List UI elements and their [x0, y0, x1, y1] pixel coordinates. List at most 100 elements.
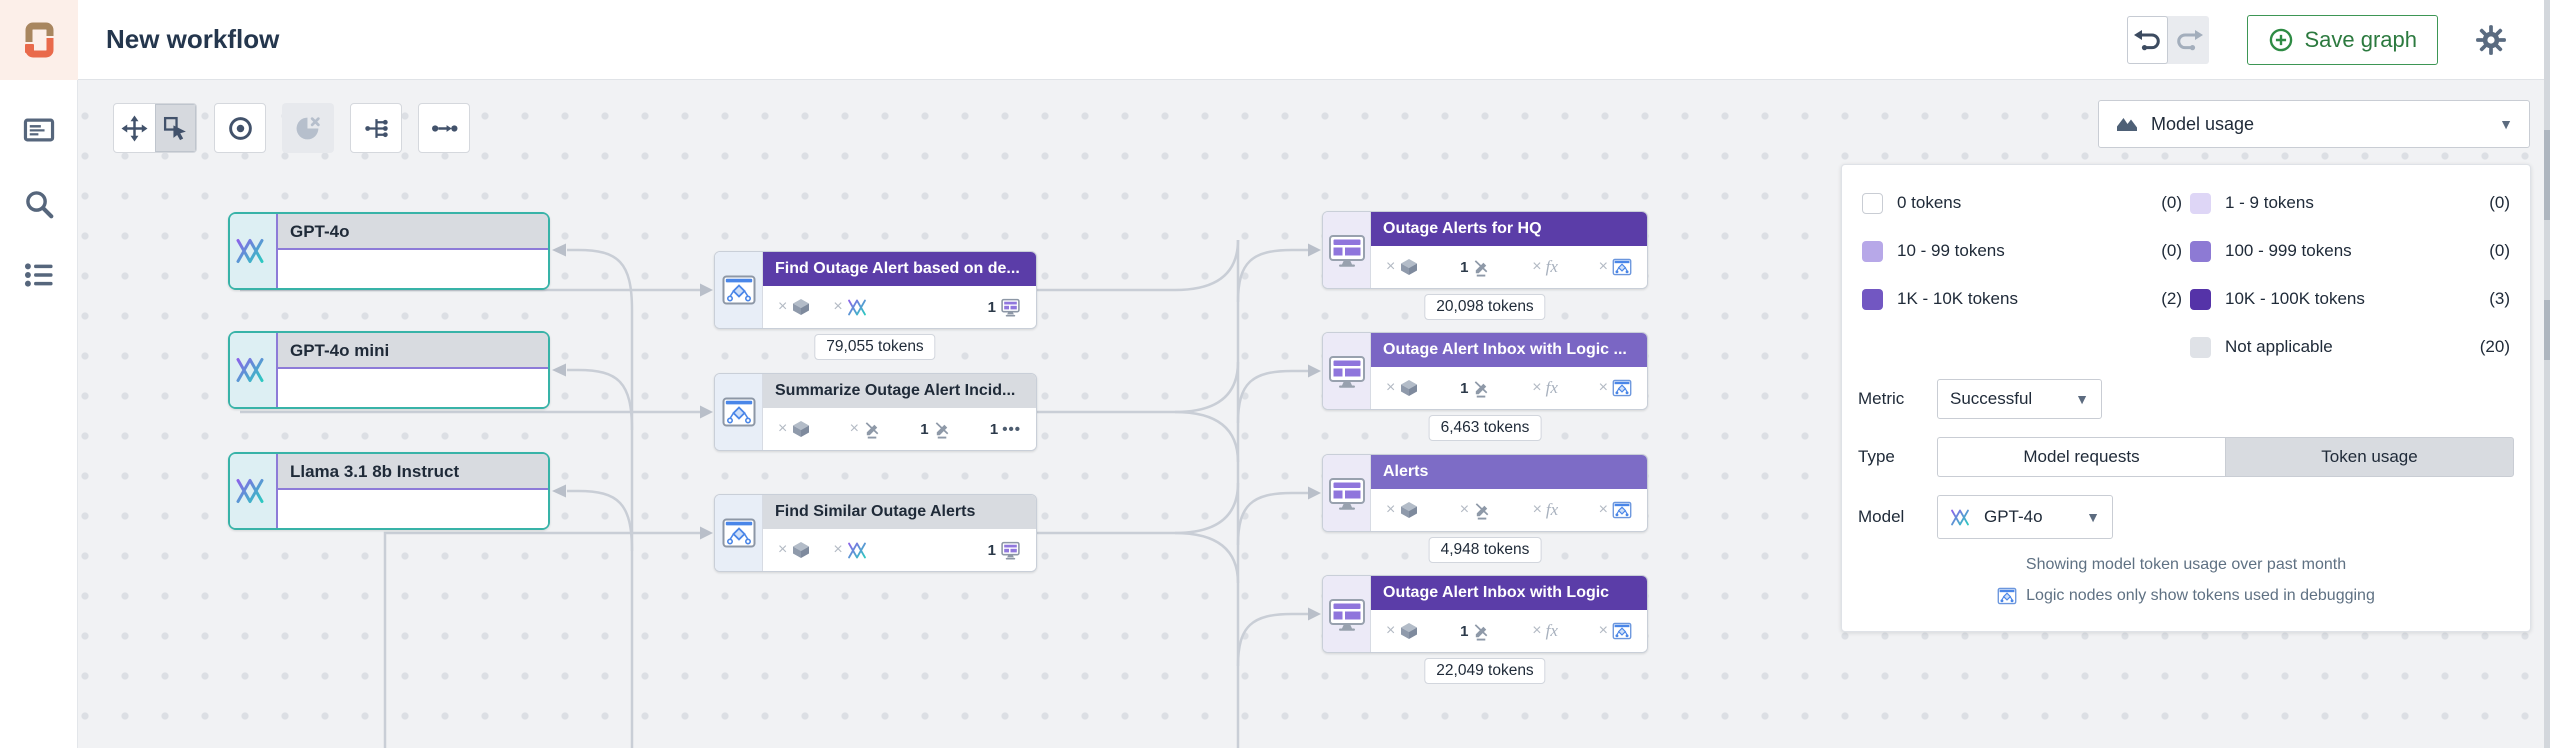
token-badge: 79,055 tokens [814, 334, 936, 360]
logic-nodes-note-row: Logic nodes only show tokens used in deb… [1858, 587, 2514, 605]
port-interface: 1 [988, 297, 1021, 318]
model-select[interactable]: GPT-4o ▼ [1937, 495, 2113, 539]
port-more: 1 ••• [989, 420, 1021, 438]
port-writeback: × [850, 420, 882, 439]
undo-button[interactable] [2127, 15, 2169, 64]
connection-tool-button[interactable] [418, 103, 470, 153]
port-objects: × [778, 419, 811, 439]
cube-icon [1401, 259, 1418, 275]
legend-item-10-99-tokens: 10 - 99 tokens (0) [1858, 227, 2186, 275]
logic-node-find-similar[interactable]: Find Similar Outage Alerts × × 1 [714, 494, 1037, 572]
legend-spacer [1858, 323, 2186, 371]
legend-swatch[interactable] [2190, 240, 2211, 262]
fx-icon: fx [1545, 257, 1558, 276]
move-tool-button[interactable] [114, 104, 155, 152]
port-writeback-count: 1 [920, 420, 951, 439]
legend-label: 10K - 100K tokens [2225, 289, 2365, 308]
pen-icon [865, 421, 879, 439]
sidebar-item-panel[interactable] [18, 109, 60, 151]
logic-node-find-outage-alert[interactable]: Find Outage Alert based on de... × × 1 [714, 251, 1037, 329]
node-ports: × 1 × fx × [1371, 367, 1647, 409]
port-model: × [833, 541, 870, 559]
area-chart-icon [2117, 118, 2137, 131]
legend-item-0-tokens: 0 tokens (0) [1858, 179, 2186, 227]
model-node-llama[interactable]: Llama 3.1 8b Instruct [228, 452, 550, 530]
logic-mini-icon [1612, 501, 1632, 519]
type-option-model-requests[interactable]: Model requests [1937, 437, 2225, 477]
plus-circle-icon [2270, 28, 2293, 51]
node-title: Outage Alert Inbox with Logic ... [1371, 333, 1647, 367]
model-icon [1951, 509, 1969, 525]
logic-mini-icon [1997, 587, 2017, 605]
model-value: GPT-4o [1984, 507, 2043, 526]
sidebar-item-search[interactable] [18, 183, 60, 225]
monitor-icon-cell [1323, 576, 1371, 652]
metric-value: Successful [1950, 389, 2033, 408]
model-icon-cell [230, 333, 278, 407]
port-model: × [833, 298, 870, 316]
save-graph-button[interactable]: Save graph [2247, 14, 2438, 65]
model-icon [847, 299, 866, 315]
object-node-outage-inbox-logic[interactable]: Outage Alert Inbox with Logic × 1 × fx × [1322, 575, 1648, 653]
token-badge: 20,098 tokens [1424, 294, 1546, 320]
object-node-outage-inbox-logic-2[interactable]: Outage Alert Inbox with Logic ... × 1 × … [1322, 332, 1648, 410]
legend-swatch[interactable] [1862, 288, 1883, 310]
logic-nodes-note: Logic nodes only show tokens used in deb… [2026, 587, 2375, 604]
legend-swatch[interactable] [2190, 336, 2211, 358]
type-segmented-control: Model requests Token usage [1937, 437, 2514, 477]
fx-icon: fx [1545, 500, 1559, 519]
pen-icon [1475, 380, 1488, 398]
node-title: GPT-4o mini [278, 333, 548, 369]
model-node-gpt4o-mini[interactable]: GPT-4o mini [228, 331, 550, 409]
legend-swatch[interactable] [1862, 240, 1883, 262]
sidebar-item-list[interactable] [18, 254, 60, 296]
type-option-token-usage[interactable]: Token usage [2225, 437, 2514, 477]
overlay-mode-dropdown[interactable]: Model usage ▼ [2098, 100, 2530, 148]
select-tool-button[interactable] [155, 104, 196, 152]
model-node-gpt4o[interactable]: GPT-4o [228, 212, 550, 290]
legend-swatch[interactable] [2190, 288, 2211, 310]
gear-icon [2476, 24, 2506, 55]
logic-icon-cell [715, 252, 763, 328]
search-icon [25, 191, 53, 219]
legend-count: (0) [2489, 241, 2510, 260]
settings-button[interactable] [2472, 21, 2510, 59]
port-interface: 1 [988, 540, 1021, 561]
metric-label: Metric [1858, 389, 1905, 408]
port-objects: × [778, 540, 811, 560]
metric-select[interactable]: Successful ▼ [1937, 379, 2102, 419]
token-badge: 6,463 tokens [1428, 415, 1542, 441]
object-node-outage-alerts-hq[interactable]: Outage Alerts for HQ × 1 × fx × [1322, 211, 1648, 289]
usage-overlay-tool-button[interactable] [282, 103, 334, 153]
monitor-icon [1328, 235, 1365, 267]
cube-icon [793, 421, 810, 437]
legend-label: 1K - 10K tokens [1897, 289, 2018, 308]
port-logic: × [1599, 622, 1632, 640]
model-label: Model [1858, 507, 1905, 526]
legend-item-1k-10k-tokens: 1K - 10K tokens (2) [1858, 275, 2186, 323]
redo-button[interactable] [2168, 16, 2209, 64]
port-objects: × [1386, 378, 1419, 398]
scrollbar[interactable] [2544, 0, 2550, 748]
node-title: Summarize Outage Alert Incid... [763, 374, 1036, 408]
legend-swatch[interactable] [1862, 192, 1883, 214]
focus-tool-button[interactable] [214, 103, 266, 153]
left-sidebar [0, 80, 78, 748]
chevron-down-icon: ▼ [2075, 391, 2089, 407]
layout-tool-button[interactable] [350, 103, 402, 153]
port-logic: × [1599, 258, 1632, 276]
pen-icon [935, 421, 948, 439]
legend-item-1-9-tokens: 1 - 9 tokens (0) [2186, 179, 2514, 227]
port-logic: × [1599, 501, 1632, 519]
cube-icon [1401, 502, 1418, 518]
legend-swatch[interactable] [2190, 192, 2211, 214]
app-logo[interactable] [0, 0, 78, 80]
logic-mini-icon [1612, 622, 1632, 640]
page-title: New workflow [106, 24, 280, 54]
redo-icon [2177, 29, 2203, 50]
object-node-alerts[interactable]: Alerts × × × fx × [1322, 454, 1648, 532]
port-functions: × fx [1532, 378, 1558, 397]
logic-node-summarize-outage[interactable]: Summarize Outage Alert Incid... × × 1 1 … [714, 373, 1037, 451]
move-icon [121, 115, 148, 141]
legend-item-not-applicable: Not applicable (20) [2186, 323, 2514, 371]
